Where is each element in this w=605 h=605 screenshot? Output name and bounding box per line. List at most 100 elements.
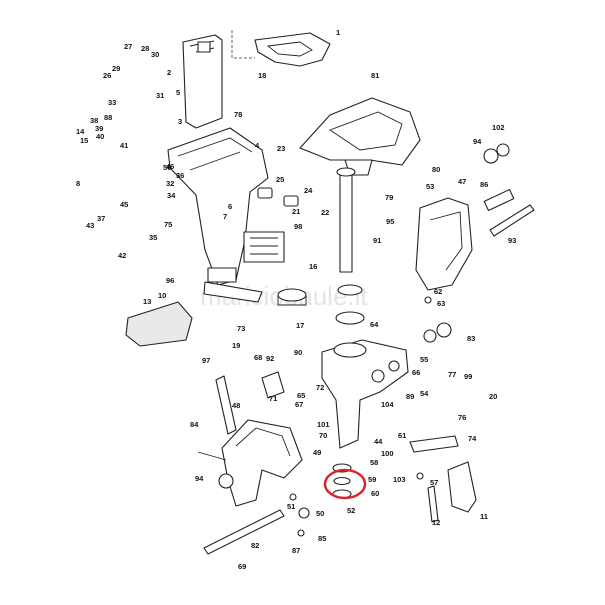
callout-label-18: 18 bbox=[258, 71, 266, 80]
callout-label-58: 58 bbox=[370, 458, 378, 467]
callout-label-35: 35 bbox=[149, 233, 157, 242]
part-side-cover bbox=[125, 301, 193, 347]
callout-label-70: 70 bbox=[319, 431, 327, 440]
callout-label-63: 63 bbox=[437, 299, 445, 308]
part-rod-12 bbox=[427, 485, 439, 523]
part-main-housing bbox=[167, 127, 269, 286]
callout-label-7: 7 bbox=[223, 212, 227, 221]
part-nut-94 bbox=[218, 473, 234, 489]
callout-label-23: 23 bbox=[277, 144, 285, 153]
callout-label-95: 95 bbox=[386, 217, 394, 226]
callout-label-96: 96 bbox=[166, 276, 174, 285]
callout-label-48: 48 bbox=[232, 401, 240, 410]
part-fittings bbox=[257, 187, 299, 207]
callout-label-97: 97 bbox=[202, 356, 210, 365]
callout-label-24: 24 bbox=[304, 186, 313, 195]
callout-label-89: 89 bbox=[406, 392, 414, 401]
callout-label-101: 101 bbox=[317, 420, 330, 429]
part-lever-74 bbox=[409, 435, 459, 453]
callout-label-77: 77 bbox=[448, 370, 456, 379]
part-top-cover-plate bbox=[254, 32, 331, 67]
callout-label-30: 30 bbox=[151, 50, 159, 59]
callout-label-92: 92 bbox=[266, 354, 274, 363]
part-washer-64 bbox=[337, 284, 363, 296]
callout-label-45: 45 bbox=[120, 200, 128, 209]
callout-label-15: 15 bbox=[80, 136, 88, 145]
part-pin-assembly bbox=[483, 143, 515, 211]
callout-label-14: 14 bbox=[76, 127, 85, 136]
part-small-bracket-11 bbox=[447, 461, 477, 513]
callout-label-13: 13 bbox=[143, 297, 151, 306]
callout-label-51: 51 bbox=[287, 502, 295, 511]
callout-label-17: 17 bbox=[296, 321, 304, 330]
part-clamp-bracket-right bbox=[415, 197, 473, 291]
part-swivel-bracket bbox=[321, 339, 409, 449]
callout-label-40: 40 bbox=[96, 132, 104, 141]
callout-label-26: 26 bbox=[103, 71, 111, 80]
callout-label-41: 41 bbox=[120, 141, 128, 150]
callout-label-72: 72 bbox=[316, 383, 324, 392]
callout-label-68: 68 bbox=[254, 353, 262, 362]
callout-label-85: 85 bbox=[318, 534, 326, 543]
callout-label-42: 42 bbox=[118, 251, 126, 260]
callout-label-38: 38 bbox=[90, 116, 98, 125]
callout-label-39: 39 bbox=[95, 124, 103, 133]
callout-label-75: 75 bbox=[164, 220, 172, 229]
part-collar-17 bbox=[277, 288, 307, 306]
callout-label-67: 67 bbox=[295, 400, 303, 409]
part-bushing-83 bbox=[436, 322, 452, 338]
callout-label-86: 86 bbox=[480, 180, 488, 189]
callout-label-50: 50 bbox=[316, 509, 324, 518]
callout-label-102: 102 bbox=[492, 123, 505, 132]
callout-label-28: 28 bbox=[141, 44, 149, 53]
callout-label-55: 55 bbox=[420, 355, 428, 364]
callout-label-84: 84 bbox=[190, 420, 199, 429]
callout-label-31: 31 bbox=[156, 91, 164, 100]
callout-label-49: 49 bbox=[313, 448, 321, 457]
part-exhaust-tube bbox=[182, 34, 223, 129]
part-thrust-rod-assembly bbox=[243, 231, 285, 263]
callout-label-47: 47 bbox=[458, 177, 466, 186]
callout-label-82: 82 bbox=[251, 541, 259, 550]
callout-label-104: 104 bbox=[381, 400, 394, 409]
callout-label-54: 54 bbox=[420, 389, 429, 398]
callout-label-11: 11 bbox=[480, 512, 488, 521]
callout-label-1: 1 bbox=[336, 28, 340, 37]
callout-label-94: 94 bbox=[473, 137, 482, 146]
callout-label-90: 90 bbox=[294, 348, 302, 357]
callout-label-56: 56 bbox=[163, 163, 171, 172]
callout-label-83: 83 bbox=[467, 334, 475, 343]
callout-label-65: 65 bbox=[297, 391, 305, 400]
callout-label-25: 25 bbox=[276, 175, 284, 184]
callout-label-61: 61 bbox=[398, 431, 406, 440]
part-tilt-lever bbox=[489, 204, 535, 237]
callout-label-87: 87 bbox=[292, 546, 300, 555]
callout-label-33: 33 bbox=[108, 98, 116, 107]
callout-label-62: 62 bbox=[434, 287, 442, 296]
callout-label-12: 12 bbox=[432, 518, 440, 527]
callout-label-3: 3 bbox=[178, 117, 182, 126]
callout-label-19: 19 bbox=[232, 341, 240, 350]
part-clamp-bracket-left bbox=[221, 419, 303, 507]
callout-label-5: 5 bbox=[176, 88, 180, 97]
callout-label-52: 52 bbox=[347, 506, 355, 515]
callout-label-6: 6 bbox=[228, 202, 232, 211]
callout-label-22: 22 bbox=[321, 208, 329, 217]
callout-label-103: 103 bbox=[393, 475, 406, 484]
callout-label-71: 71 bbox=[269, 394, 277, 403]
part-clamp-screws bbox=[215, 371, 285, 435]
callout-label-64: 64 bbox=[370, 320, 379, 329]
callout-label-59: 59 bbox=[368, 475, 376, 484]
callout-label-46: 46 bbox=[166, 162, 174, 171]
callout-label-66: 66 bbox=[412, 368, 420, 377]
callout-label-44: 44 bbox=[374, 437, 383, 446]
part-washer-64b bbox=[335, 311, 365, 325]
callout-label-60: 60 bbox=[371, 489, 379, 498]
callout-label-93: 93 bbox=[508, 236, 516, 245]
part-bolt-84 bbox=[197, 451, 227, 461]
callout-label-78: 78 bbox=[234, 110, 242, 119]
callout-label-32: 32 bbox=[166, 179, 174, 188]
callout-label-27: 27 bbox=[124, 42, 132, 51]
callout-label-79: 79 bbox=[385, 193, 393, 202]
